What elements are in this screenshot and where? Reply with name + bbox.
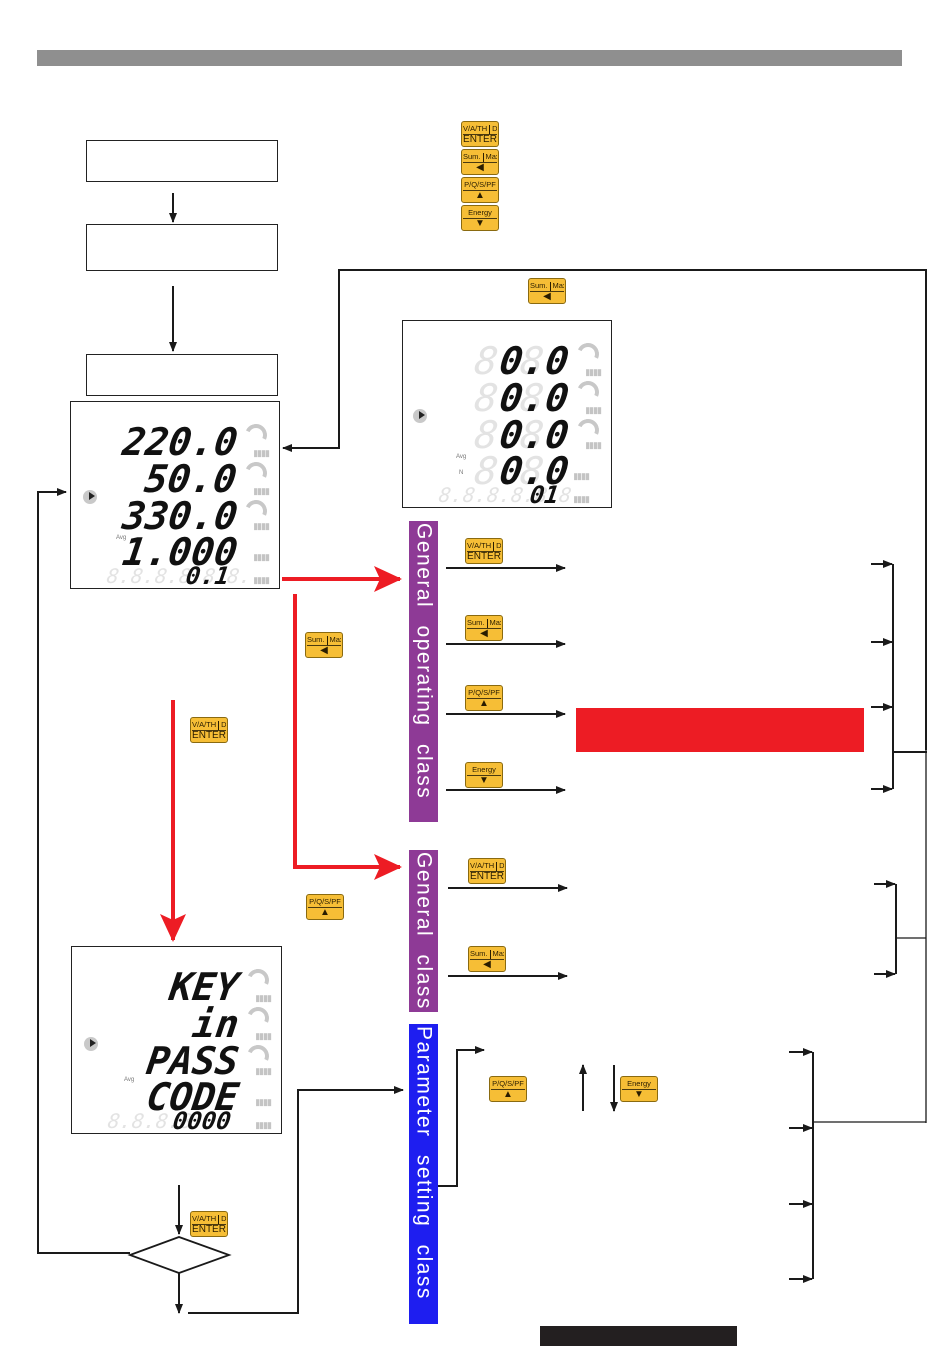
param-up-key[interactable]: P/Q/S/PF ▲ — [489, 1076, 527, 1102]
highlight-block — [576, 708, 864, 752]
op-left-key[interactable]: Sum.Max. ◀ — [465, 615, 503, 641]
compass-icon — [413, 409, 427, 423]
gauge-icon — [573, 377, 603, 407]
legend-up-key[interactable]: P/Q/S/PF ▲ — [461, 177, 499, 203]
down-arrow-icon: ▼ — [475, 218, 485, 229]
footer-block — [540, 1326, 737, 1346]
left-arrow-icon: ◀ — [480, 628, 488, 639]
down-arrow-icon: ▼ — [479, 775, 489, 786]
gauge-icon — [573, 339, 603, 369]
flow-box-start — [86, 140, 278, 182]
lcd-main-display: Avg 220.0 50.0 330.0 1.000 8.8.8.8.8.8. … — [70, 401, 280, 590]
left-arrow-icon: ◀ — [476, 162, 484, 173]
legend-down-key[interactable]: Energy ▼ — [461, 205, 499, 231]
parameter-setting-class-label: Parameter setting class — [409, 1024, 438, 1324]
lcd-bottom-row: 0.1 — [183, 562, 231, 590]
loop-left-key[interactable]: Sum.Max. ◀ — [528, 278, 566, 304]
param-down-key[interactable]: Energy ▼ — [620, 1076, 658, 1102]
up-arrow-icon: ▲ — [475, 190, 485, 201]
flow-box-3 — [86, 354, 278, 396]
lcd-bottom-row: 01 — [528, 481, 561, 509]
legend-left-key[interactable]: Sum.Max. ◀ — [461, 149, 499, 175]
left-arrow-icon: ◀ — [483, 959, 491, 970]
gen-left-key[interactable]: Sum.Max. ◀ — [468, 946, 506, 972]
compass-icon — [83, 490, 97, 504]
gauge-icon — [243, 1003, 273, 1033]
header-bar — [37, 50, 902, 66]
branch-enter-key[interactable]: V/A/THDM ENTER — [190, 717, 228, 743]
gauge-icon — [241, 420, 271, 450]
op-enter-key[interactable]: V/A/THDM ENTER — [465, 538, 503, 564]
branch-up-key[interactable]: P/Q/S/PF ▲ — [306, 894, 344, 920]
gauge-icon — [243, 965, 273, 995]
down-arrow-icon: ▼ — [634, 1089, 644, 1100]
branch-left-key[interactable]: Sum.Max. ◀ — [305, 632, 343, 658]
gen-enter-key[interactable]: V/A/THDM ENTER — [468, 858, 506, 884]
compass-icon — [84, 1037, 98, 1051]
return-to-main-arrow — [37, 488, 130, 1254]
op-down-key[interactable]: Energy ▼ — [465, 762, 503, 788]
general-operating-class-label: General operating class — [409, 521, 438, 822]
left-arrow-icon: ◀ — [543, 291, 551, 302]
flow-box-2 — [86, 224, 278, 271]
legend-enter-key[interactable]: V/A/THDM ENTER — [461, 121, 499, 147]
lcd-passcode-display: Avg KEY in PASS CODE 8.8.8.8. 0000 ▮▮▮▮ … — [71, 946, 282, 1135]
lcd-bottom-row: 0000 — [171, 1107, 233, 1135]
lcd-zero-display: Avg N 8.8. 8.8. 8.8. 8.8. 0.0 0.0 0.0 0.… — [402, 320, 612, 509]
decision-diamond — [127, 1236, 232, 1274]
gauge-icon — [241, 458, 271, 488]
general-class-label: General class — [409, 850, 438, 1012]
decision-enter-key[interactable]: V/A/THDM ENTER — [190, 1211, 228, 1237]
op-up-key[interactable]: P/Q/S/PF ▲ — [465, 685, 503, 711]
up-arrow-icon: ▲ — [479, 698, 489, 709]
up-arrow-icon: ▲ — [320, 907, 330, 918]
left-arrow-icon: ◀ — [320, 645, 328, 656]
up-arrow-icon: ▲ — [503, 1089, 513, 1100]
